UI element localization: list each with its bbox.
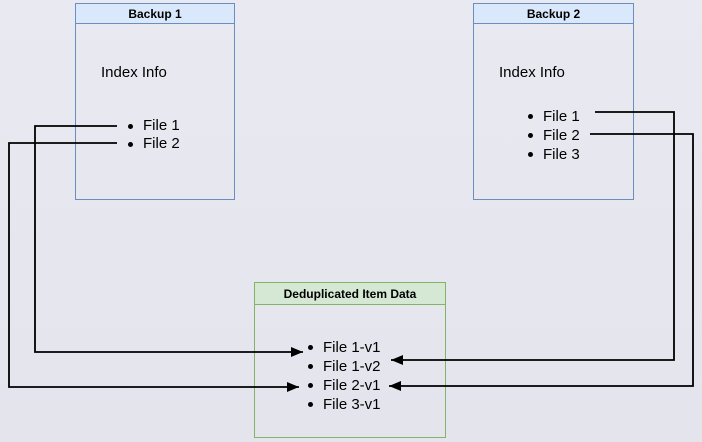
list-item: File 3-v1 (308, 395, 381, 414)
list-item: File 2-v1 (308, 376, 381, 395)
backup1-title: Backup 1 (128, 6, 182, 21)
list-item: File 3 (528, 145, 580, 164)
deduplicated-item-data-box: Deduplicated Item Data File 1-v1 File 1-… (254, 282, 446, 438)
list-item: File 1-v2 (308, 357, 381, 376)
dedup-title: Deduplicated Item Data (283, 286, 417, 301)
dedup-header: Deduplicated Item Data (255, 283, 445, 305)
list-item: File 1 (528, 107, 580, 126)
backup2-title: Backup 2 (526, 6, 581, 21)
backup2-box: Backup 2 Index Info File 1 File 2 File 3 (473, 3, 634, 200)
dedup-file-list: File 1-v1 File 1-v2 File 2-v1 File 3-v1 (308, 338, 381, 414)
backup1-index-info-label: Index Info (101, 64, 167, 81)
list-item: File 2 (528, 126, 580, 145)
list-item: File 2 (128, 135, 180, 153)
list-item: File 1-v1 (308, 338, 381, 357)
backup2-file-list: File 1 File 2 File 3 (528, 107, 580, 164)
backup1-box: Backup 1 Index Info File 1 File 2 (75, 3, 235, 200)
backup2-index-info-label: Index Info (499, 64, 565, 81)
backup1-file-list: File 1 File 2 (128, 117, 180, 153)
backup1-header: Backup 1 (76, 4, 234, 24)
backup2-header: Backup 2 (474, 4, 633, 24)
list-item: File 1 (128, 117, 180, 135)
